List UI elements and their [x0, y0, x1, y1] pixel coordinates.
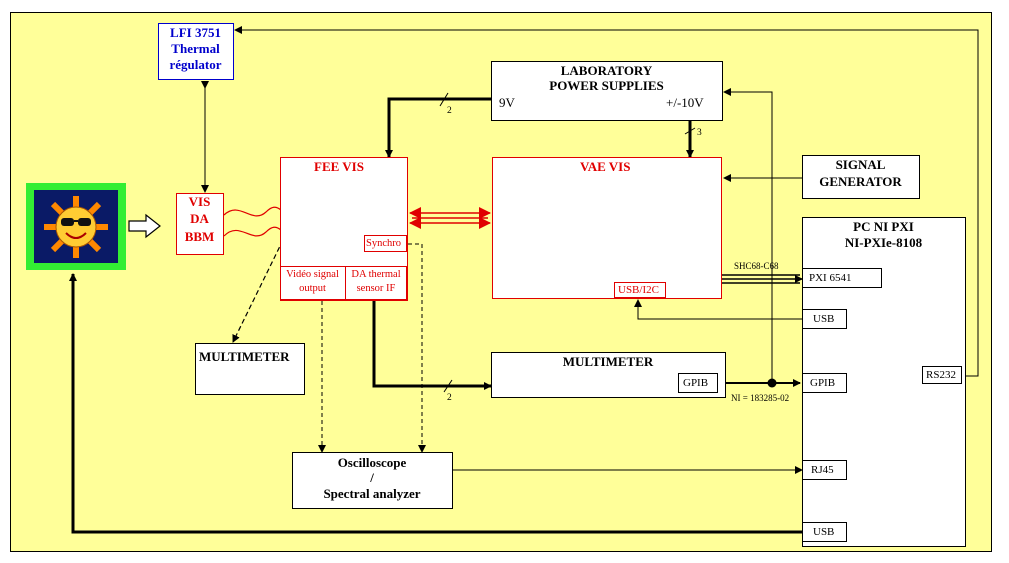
regulator-line3: régulator [169, 57, 222, 72]
light-arrow [128, 213, 161, 239]
pc-gpib-label: GPIB [810, 377, 836, 389]
signal-generator-box: SIGNAL GENERATOR [802, 155, 920, 199]
pc-rs232-label: RS232 [926, 369, 956, 381]
thermal-sensor-line2: sensor IF [356, 283, 396, 294]
pc-usb-label-1: USB [813, 313, 835, 325]
video-output-line2: output [299, 283, 326, 294]
pc-rj45-port: RJ45 [802, 460, 847, 480]
pxi-6541-port: PXI 6541 [802, 268, 882, 288]
power-supplies-title2: POWER SUPPLIES [549, 78, 664, 93]
bbm-line3: BBM [184, 229, 215, 244]
multimeter-right-title: MULTIMETER [562, 354, 654, 369]
fee-vis-box: FEE VIS Synchro Vidéo signal output DA t… [279, 157, 408, 301]
pc-gpib-port: GPIB [802, 373, 847, 393]
vae-vis-title: VAE VIS [580, 159, 631, 174]
multimeter-left-box: MULTIMETER [195, 343, 305, 395]
multimeter-right-box: MULTIMETER GPIB [491, 352, 726, 398]
pc-title-line1: PC NI PXI [853, 219, 914, 234]
thermal-sensor-line1: DA thermal [351, 269, 401, 280]
multimeter-gpib-label: GPIB [683, 377, 709, 389]
output-10v-label: +/-10V [666, 95, 704, 110]
signal-generator-line2: GENERATOR [819, 174, 902, 189]
thermal-sensor-port: DA thermal sensor IF [345, 266, 407, 300]
usb-i2c-label: USB/I2C [618, 284, 659, 296]
pc-rs232-port: RS232 [922, 366, 962, 384]
oscilloscope-line3: Spectral analyzer [323, 486, 421, 501]
oscilloscope-box: Oscilloscope / Spectral analyzer [292, 452, 453, 509]
bus-width-fee: 2 [447, 106, 452, 116]
bbm-line1: VIS [188, 194, 211, 209]
signal-generator-line1: SIGNAL [835, 157, 886, 172]
multimeter-gpib-port: GPIB [678, 373, 718, 393]
regulator-line2: Thermal [171, 41, 220, 56]
regulator-line1: LFI 3751 [170, 25, 221, 40]
vae-vis-box: VAE VIS USB/I2C [492, 157, 722, 299]
fee-vis-title: FEE VIS [314, 159, 364, 174]
pxi-6541-label: PXI 6541 [809, 272, 852, 284]
usb-i2c-port: USB/I2C [614, 282, 666, 298]
synchro-label: Synchro [366, 238, 401, 249]
video-output-line1: Vidéo signal [286, 269, 339, 280]
cable-ni-label: NI = 183285-02 [731, 393, 790, 403]
multimeter-left-title: MULTIMETER [199, 349, 290, 364]
power-supplies-title1: LABORATORY [560, 63, 653, 78]
pc-usb-port-1: USB [802, 309, 847, 329]
bus-width-thermal: 2 [447, 393, 452, 403]
oscilloscope-line2: / [370, 470, 374, 485]
synchro-port: Synchro [364, 235, 407, 252]
cable-shc-label: SHC68-C68 [734, 261, 779, 271]
pc-title-line2: NI-PXIe-8108 [844, 235, 923, 250]
thermal-regulator-box: LFI 3751 Thermal régulator [158, 23, 234, 80]
bbm-line2: DA [190, 211, 209, 226]
video-output-port: Vidéo signal output [279, 266, 346, 300]
pc-rj45-label: RJ45 [811, 464, 834, 476]
oscilloscope-line1: Oscilloscope [337, 455, 407, 470]
vis-da-bbm-box: VIS DA BBM [176, 193, 224, 255]
pc-usb-port-2: USB [802, 522, 847, 542]
power-supplies-box: LABORATORY POWER SUPPLIES 9V +/-10V [491, 61, 723, 121]
sun-image [26, 183, 126, 270]
output-9v-label: 9V [499, 95, 515, 110]
pc-usb-label-2: USB [813, 526, 835, 538]
bus-width-vae: 3 [697, 128, 702, 138]
